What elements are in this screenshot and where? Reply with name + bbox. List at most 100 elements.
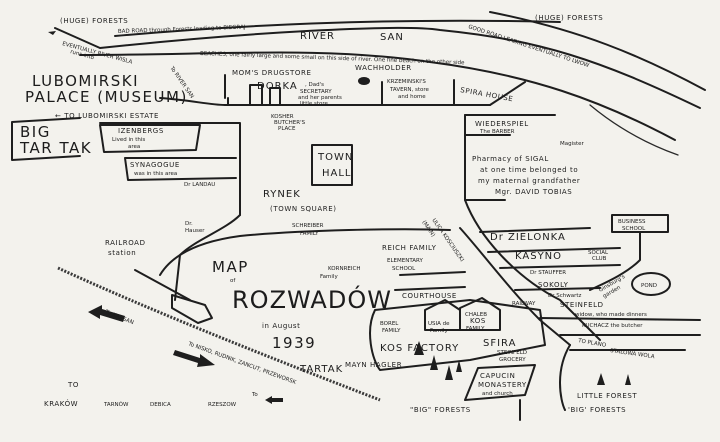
label-kosher: KOSHER [271, 114, 294, 120]
label-and-church: and church [482, 391, 513, 397]
label-railway: RAILWAY [512, 301, 536, 307]
label-rynek: RYNEK [263, 189, 301, 200]
label-kos: KOS [470, 317, 486, 325]
label-krzeminski-2: TAVERN, store [389, 87, 430, 93]
label-town-square: (TOWN SQUARE) [270, 205, 337, 213]
label-business-school: SCHOOL [622, 226, 646, 232]
label-widow: widow, who made dinners [575, 312, 647, 318]
label-to-estate[interactable]: ← TO LUBOMIRSKI ESTATE [55, 112, 159, 120]
krzeminski-box [381, 79, 455, 106]
label-david-tobias: Mgr. DAVID TOBIAS [495, 188, 572, 196]
label-sfira: SFIRA [483, 338, 516, 349]
map-title-date: in August [262, 322, 301, 330]
label-secretary-3: little store [300, 101, 329, 107]
label-debica[interactable]: DEBICA [150, 402, 171, 408]
label-pond: POND [641, 283, 657, 289]
label-chaleb-family: FAMILY [466, 326, 485, 332]
map-title-of: of [230, 278, 236, 284]
label-big-forests-2: 'BIG' FORESTS [568, 406, 626, 414]
courthouse-line [394, 271, 466, 291]
label-monastery: MONASTERY [478, 381, 527, 389]
label-big-forests: "BIG" FORESTS [410, 406, 471, 414]
label-schreiber-family: FAMILY [300, 231, 319, 237]
label-chaleb: CHALEB [465, 312, 487, 318]
business-school-box [589, 214, 669, 291]
street-east [464, 114, 601, 341]
label-borel: BOREL [380, 321, 399, 327]
label-pharmacy-2: at one time belonged to [480, 166, 578, 174]
arrow-west-icon [88, 305, 125, 322]
town-hall-box [311, 144, 353, 186]
railroad-track [57, 266, 381, 402]
label-usia: USIA de [428, 321, 450, 327]
label-business: BUSINESS [618, 219, 646, 225]
houses [424, 297, 501, 331]
arrow-southeast-icon [173, 350, 215, 367]
label-tarnow[interactable]: TARNÓW [103, 401, 129, 408]
label-little-forest: LITTLE FOREST [577, 392, 637, 400]
label-school: SCHOOL [392, 266, 416, 272]
label-kornreich: KORNREICH [328, 266, 360, 272]
south-road [519, 344, 571, 421]
label-magister: Magister [560, 141, 585, 147]
label-synagogue-2: was in this area [134, 171, 177, 177]
label-club: CLUB [592, 256, 607, 262]
label-krakow[interactable]: KRAKÓW [44, 399, 78, 408]
drugstore-buildings [224, 74, 281, 106]
river-san-south-bank [79, 51, 676, 141]
label-izenbergs-3: area [128, 144, 140, 150]
street-north [159, 97, 491, 106]
street-main [459, 227, 571, 346]
label-izenbergs: IZENBERGS [118, 127, 164, 135]
label-synagogue: SYNAGOGUE [130, 161, 180, 169]
label-spira-house: SPIRA HOUSE [460, 86, 514, 103]
label-courthouse: COURTHOUSE [402, 292, 457, 300]
label-dr-stauffer: Dr STAUFFER [530, 270, 566, 276]
good-road-line [489, 11, 706, 91]
synagogue-box [124, 157, 237, 181]
label-steinfeld-grocery: STEINFELD [497, 350, 527, 356]
label-kos-factory: KOS FACTORY [380, 343, 459, 354]
label-grocery: GROCERY [499, 357, 526, 363]
label-huge-forests: (HUGE) FORESTS [60, 17, 128, 25]
east-street-lines [479, 227, 701, 351]
label-secretary: SECRETARY [300, 89, 332, 95]
label-ulica: ULICA KOSCIUSZKI [430, 218, 464, 264]
label-big: BIG [20, 123, 51, 141]
label-elementary: ELEMENTARY [387, 258, 424, 264]
label-hagler: MAYN HAGLER [345, 361, 402, 369]
label-steinfeld: STEINFELD [560, 301, 604, 309]
label-river: RIVER [300, 31, 335, 42]
label-palace: PALACE (MUSEUM) [25, 88, 188, 106]
street-to-lwow [489, 81, 526, 106]
label-rzeszow[interactable]: RZESZOW [208, 402, 237, 408]
wachholder-marker [358, 77, 370, 85]
label-kuchacz: KUCHACZ the butcher [582, 323, 643, 329]
label-to-karsan[interactable]: To KARSAN [103, 309, 134, 326]
label-dr: Dr. [185, 221, 193, 227]
label-butchers: BUTCHER'S [274, 120, 306, 126]
label-zielonka: Dr ZIELONKA [490, 232, 566, 243]
label-pharmacy: Pharmacy of SIGAL [472, 155, 549, 163]
bad-road-line [114, 19, 561, 37]
label-huge-forests-right: (HUGE) FORESTS [535, 14, 603, 22]
label-izenbergs-2: Lived in this [112, 137, 145, 143]
label-dads: , Dad's [305, 82, 324, 88]
riverbank-line [589, 104, 679, 156]
arrow-northwest-icon [48, 31, 56, 35]
label-tartak-south: TARTAK [299, 364, 343, 375]
label-sokoly: SOKOLY [538, 281, 569, 289]
izenbergs-box [99, 124, 201, 153]
label-dr-schwartz: Dr Schwartz [548, 293, 582, 299]
label-station: station [108, 249, 136, 257]
river-san-north-bank [54, 27, 701, 109]
label-bad-road: BAD ROAD through Forests leading to BIEG… [118, 25, 246, 35]
label-reich-family: REICH FAMILY [382, 244, 437, 252]
label-lubomirski: LUBOMIRSKI [32, 72, 139, 90]
wiederspiel-lines [464, 114, 556, 201]
label-usia-family: Family [430, 328, 448, 334]
label-pharmacy-3: my maternal grandfather [478, 177, 580, 185]
label-schreiber: SCHREIBER [292, 223, 324, 229]
label-capucin: CAPUCIN [480, 372, 515, 380]
